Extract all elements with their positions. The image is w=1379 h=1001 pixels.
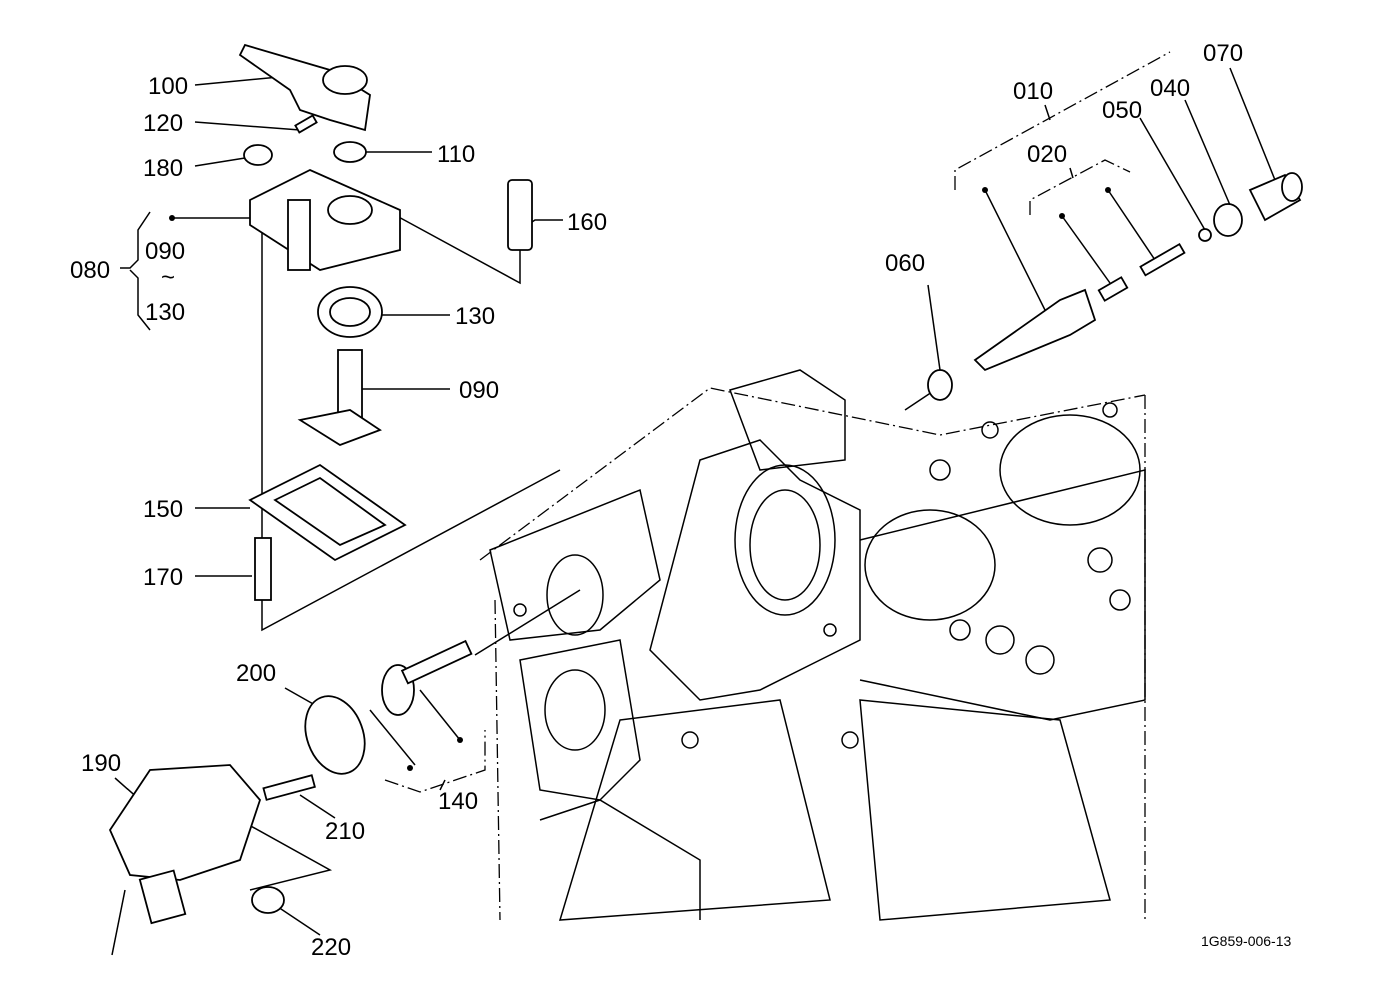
callout-070: 070: [1203, 40, 1243, 67]
callout-220: 220: [311, 934, 351, 961]
callout-150: 150: [143, 496, 183, 523]
callout-090: 090: [459, 377, 499, 404]
callout-210: 210: [325, 818, 365, 845]
part-110-seal: [333, 141, 367, 163]
diagram-code: 1G859-006-13: [1201, 933, 1292, 949]
callout-110: 110: [437, 141, 475, 168]
callout-140: 140: [438, 788, 478, 815]
engine-block: [479, 369, 1146, 921]
part-060-washer: [927, 369, 953, 401]
callout-060: 060: [885, 250, 925, 277]
callout-120: 120: [143, 110, 183, 137]
callout-200: 200: [236, 660, 276, 687]
part-020-spring: [1097, 276, 1129, 302]
callout-180: 180: [143, 155, 183, 182]
callout-100: 100: [148, 73, 188, 100]
callout-range-tilde: ~: [161, 264, 175, 291]
callout-170: 170: [143, 564, 183, 591]
callout-160: 160: [567, 209, 607, 236]
part-170-stud: [254, 537, 272, 601]
part-050-ring: [1198, 228, 1212, 242]
part-200-oring: [304, 695, 366, 775]
part-190-solenoid: [108, 764, 262, 881]
part-120-pin: [294, 114, 318, 134]
part-010-nozzle: [973, 288, 1097, 372]
part-220-nut: [251, 886, 285, 914]
callout-130-range-end: 130: [145, 299, 185, 326]
leader-lines: [114, 51, 1276, 936]
reference-dots: [169, 187, 1111, 771]
part-080-housing: [249, 169, 401, 271]
part-210-screw: [262, 774, 316, 801]
part-040-nut: [1213, 203, 1243, 237]
callout-labels: 100 120 180 110 160 080 090 ~ 130 130 09…: [70, 40, 1292, 961]
parts: [108, 43, 1303, 956]
callout-020: 020: [1027, 141, 1067, 168]
callout-010: 010: [1013, 78, 1053, 105]
callout-040: 040: [1150, 75, 1190, 102]
callout-130: 130: [455, 303, 495, 330]
part-180-nut: [243, 144, 273, 166]
callout-080: 080: [70, 257, 110, 284]
callout-190: 190: [81, 750, 121, 777]
callout-050: 050: [1102, 97, 1142, 124]
callout-090-range-start: 090: [145, 238, 185, 265]
part-160-bolt: [507, 179, 533, 251]
